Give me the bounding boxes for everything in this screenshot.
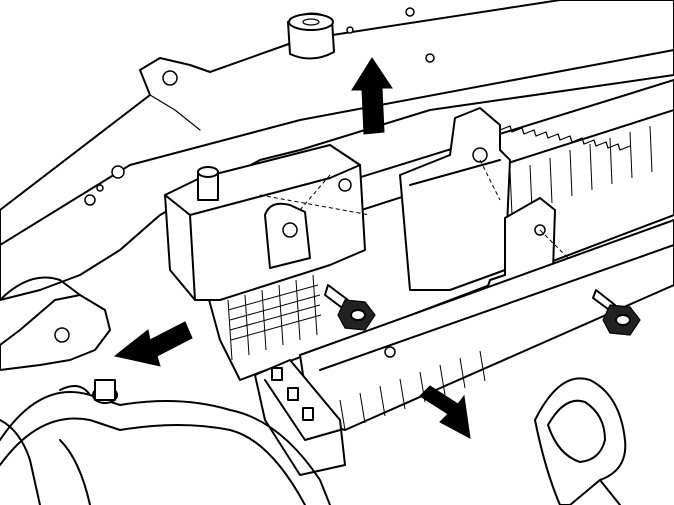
cross-member [0, 0, 674, 301]
hose [0, 379, 331, 505]
arrow-up [351, 57, 393, 135]
connector [254, 359, 346, 476]
lower-left-frame [0, 419, 91, 505]
mount-bolt-left [324, 284, 376, 331]
left-bracket [164, 144, 371, 301]
tool-handle [534, 377, 627, 505]
arrow-left [113, 321, 193, 367]
core-fins-left [227, 274, 322, 361]
arrow-down-right [419, 385, 471, 439]
mount-bolt-right [592, 289, 641, 336]
side-frame [0, 276, 111, 371]
